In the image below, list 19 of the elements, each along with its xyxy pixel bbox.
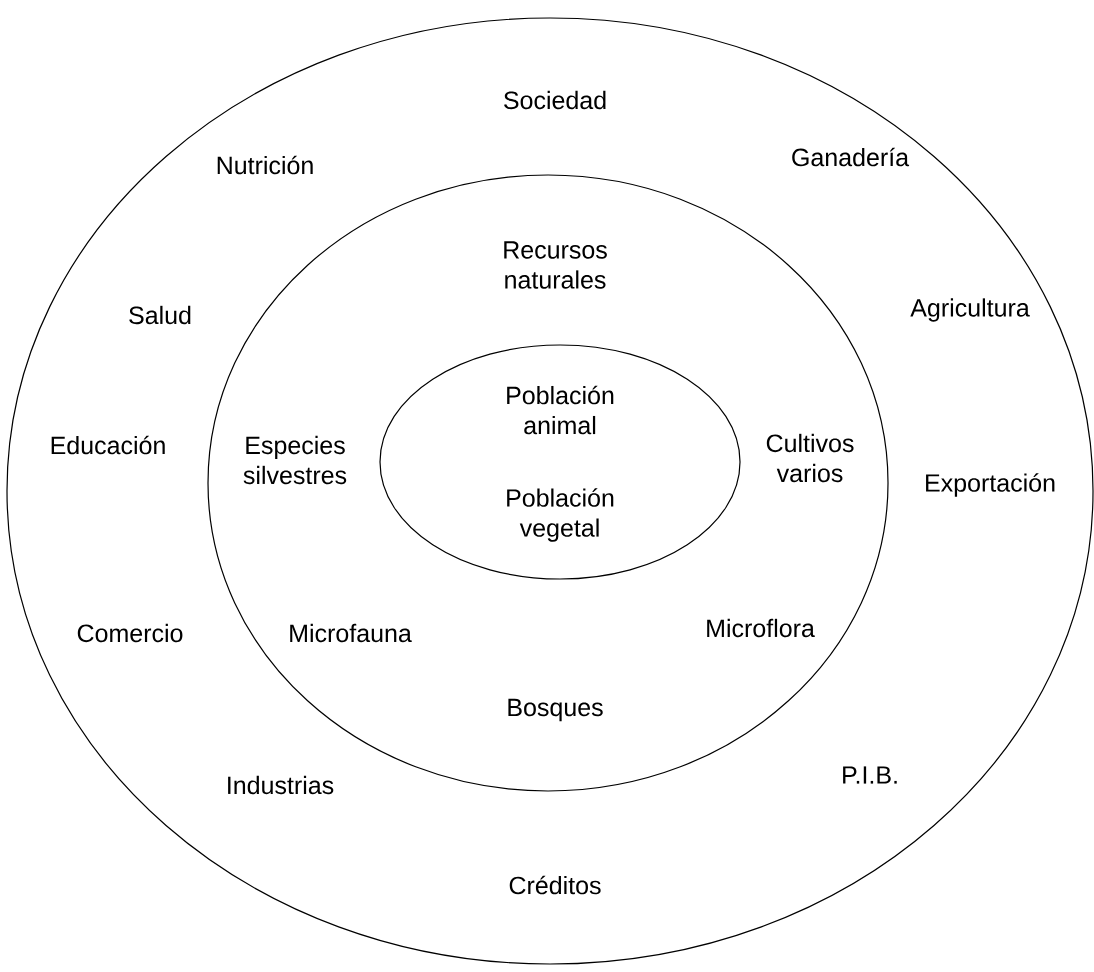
ring-label: Exportación (926, 473, 1055, 497)
ring-label: Recursos naturales (504, 241, 607, 289)
ring-label: Microflora (707, 618, 815, 638)
ring-label: Sociedad (504, 90, 606, 110)
ring-label: P.I.B. (843, 766, 897, 784)
ring-label: Cultivos varios (766, 433, 854, 483)
ring-label: Comercio (77, 623, 183, 643)
ring-label: Ganadería (792, 147, 910, 167)
ring-label: Salud (129, 305, 191, 325)
ring-label: Bosques (508, 698, 603, 722)
ring-label: Industrias (228, 775, 334, 795)
ring-label: Población animal (507, 385, 614, 435)
ring-label: Educación (51, 435, 165, 455)
ring-label: Agricultura (910, 298, 1030, 322)
ring-label: Nutrición (217, 155, 313, 175)
ring-label: Créditos (509, 875, 601, 895)
ring-label: Microfauna (290, 623, 412, 643)
ring-label: Población vegetal (507, 488, 614, 542)
ring-label: Especies silvestres (243, 435, 347, 485)
